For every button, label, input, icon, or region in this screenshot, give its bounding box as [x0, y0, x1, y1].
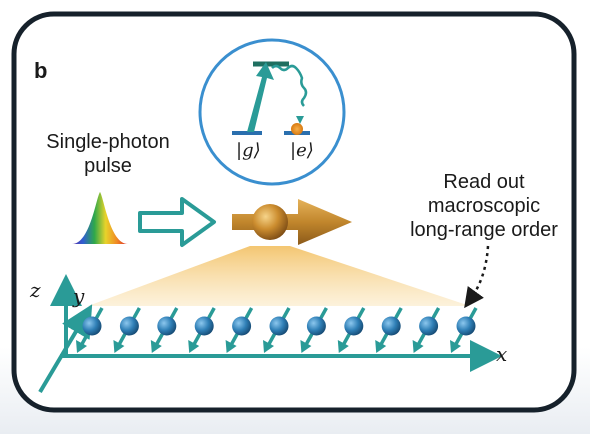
- photon-pulse-label-line2: pulse: [84, 155, 132, 177]
- y-axis-label: y: [73, 284, 85, 308]
- readout-label: Read out macroscopic long-range order: [392, 170, 576, 242]
- spin-chain: [76, 307, 478, 353]
- excited-atom-icon: [291, 123, 303, 135]
- photon-spectrum-icon: [72, 192, 128, 244]
- spin-4: [188, 307, 216, 353]
- panel-frame: [11, 11, 577, 413]
- collective-spin-icon: [232, 199, 352, 245]
- photon-pulse-label: Single-photon pulse: [28, 130, 188, 178]
- readout-label-line1: Read out: [443, 171, 525, 193]
- spin-2: [113, 307, 141, 353]
- photon-pulse-label-line1: Single-photon: [46, 131, 170, 153]
- spin-9: [375, 307, 403, 353]
- spin-5: [225, 307, 254, 353]
- energy-level-inset: [198, 38, 346, 186]
- panel-letter: b: [34, 58, 48, 83]
- spin-11: [450, 307, 478, 353]
- decay-arrowhead-icon: [296, 116, 304, 124]
- spin-10: [412, 307, 441, 353]
- spin-3: [150, 307, 179, 353]
- readout-label-line2: macroscopic: [427, 195, 541, 217]
- spin-7: [300, 307, 328, 353]
- ground-state-label: |g⟩: [236, 140, 261, 161]
- inset-circle: [198, 38, 346, 186]
- readout-label-line3: long-range order: [410, 219, 558, 241]
- excitation-arrow-icon: [247, 62, 274, 132]
- z-axis-label: z: [30, 278, 41, 302]
- input-arrow-icon: [138, 197, 216, 247]
- spin-1: [76, 307, 104, 353]
- spin-6: [263, 307, 291, 353]
- excited-state-label: |e⟩: [290, 140, 314, 161]
- spontaneous-decay-icon: [271, 64, 308, 107]
- readout-arrow: [464, 245, 490, 309]
- spin-8: [337, 307, 366, 353]
- x-axis-label: x: [496, 342, 508, 366]
- macroscopic-cone: [88, 246, 470, 306]
- coordinate-axes: [38, 274, 502, 394]
